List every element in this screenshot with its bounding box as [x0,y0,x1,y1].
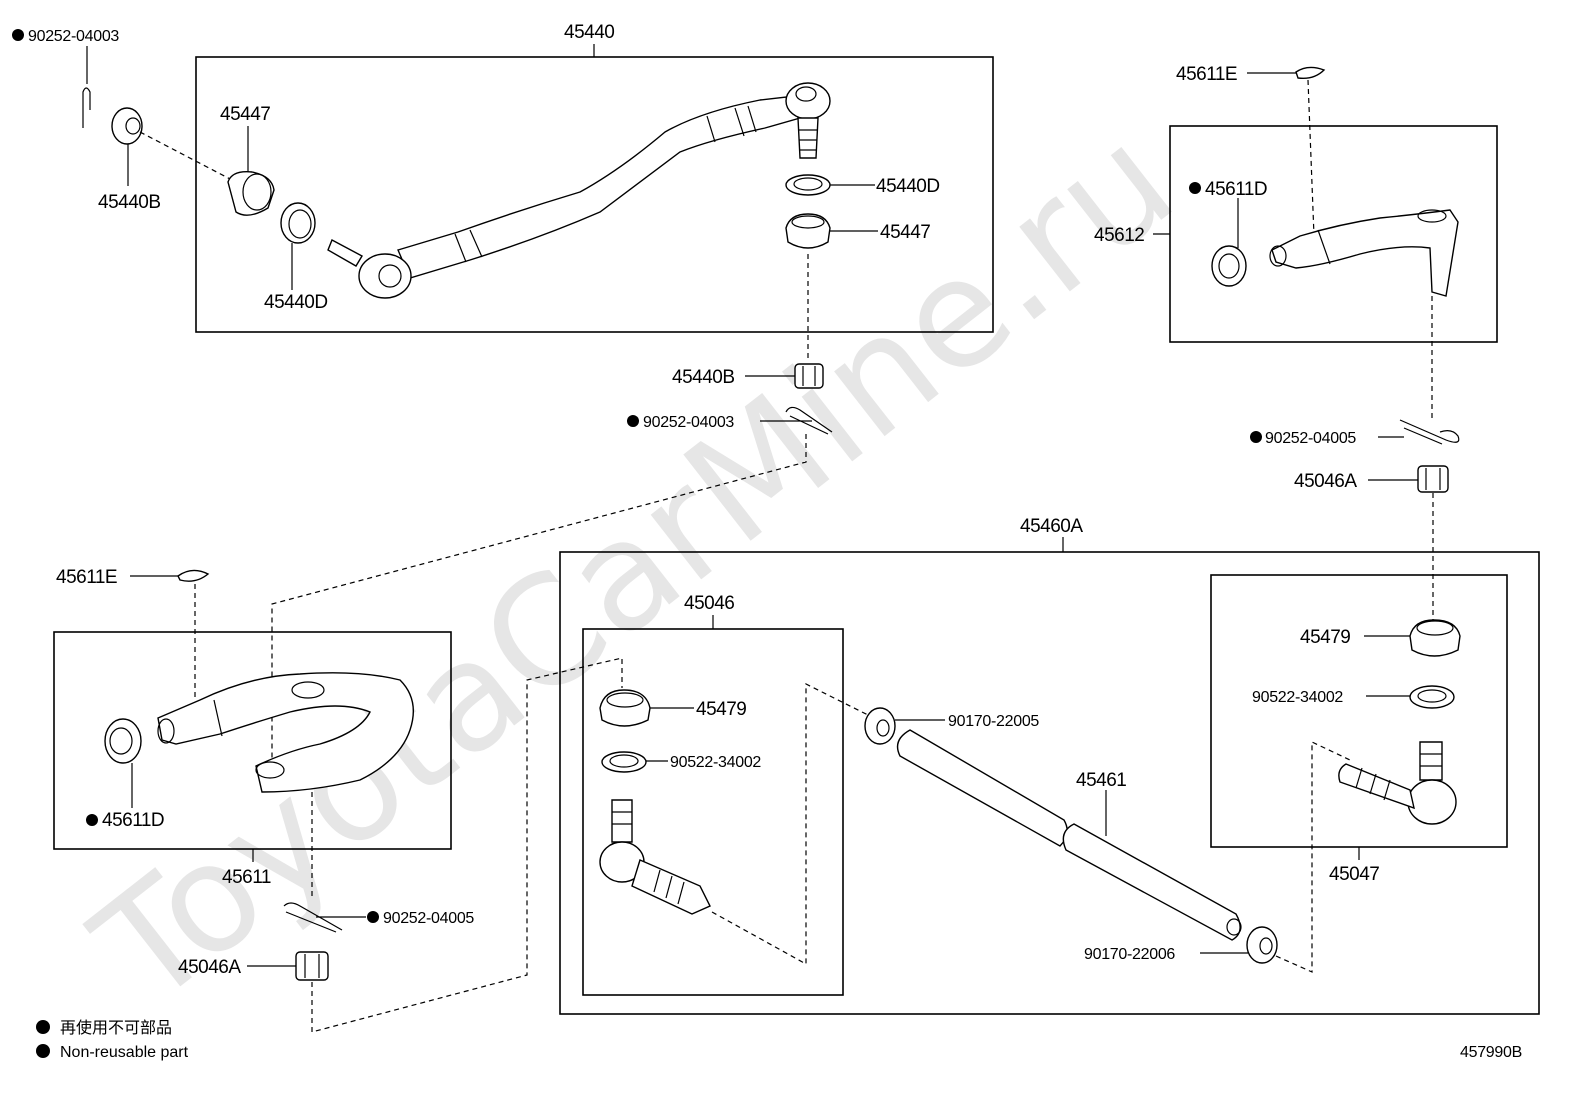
legend-japanese: 再使用不可部品 [60,1019,172,1037]
label-45046: 45046 [684,593,734,614]
label-90252-04003-b: 90252-04003 [643,414,734,431]
label-45047: 45047 [1329,864,1379,885]
cotter-pin-90252-04003-a [82,46,91,128]
nut-90170-22006 [1200,926,1278,964]
label-90522-34002-b: 90522-34002 [1252,689,1343,706]
legend-bullet-2 [36,1044,50,1058]
castle-nut-45046A-a [1368,465,1449,493]
key-45611E-b [130,569,210,582]
label-45611D-a: 45611D [1205,179,1267,200]
label-90252-04005-a: 90252-04005 [1265,430,1356,447]
label-45046A-b: 45046A [178,957,241,978]
label-45479-b: 45479 [1300,627,1350,648]
label-45611E-b: 45611E [56,567,117,588]
label-45440D-a: 45440D [264,292,328,313]
seal-45479-b [1364,619,1461,657]
label-45440: 45440 [564,22,614,43]
ring-45440D-a [280,202,316,290]
label-90170-22005: 90170-22005 [948,713,1039,730]
label-45447-a: 45447 [220,104,270,125]
nut-45611D-b [104,718,142,808]
castle-nut-45440B-b [745,363,824,389]
label-45612: 45612 [1094,225,1144,246]
label-45046A-a: 45046A [1294,471,1357,492]
tube-45461 [896,729,1242,941]
label-45611: 45611 [222,867,271,888]
ring-45440D-b [785,174,875,196]
key-45611E-a [1247,66,1326,80]
castle-nut-45046A-b [247,951,329,981]
label-45479-a: 45479 [696,699,746,720]
dust-seal-45447-a [227,126,275,216]
label-90522-34002-a: 90522-34002 [670,754,761,771]
watermark: ToyotaCarMine.ru [64,94,1205,1038]
label-45447-b: 45447 [880,222,930,243]
box-45460A [559,551,1540,1015]
label-90252-04003-a: 90252-04003 [28,28,119,45]
legend-bullet-1 [36,1020,50,1034]
ring-90522-34002-b [1366,685,1455,709]
label-45440B-b: 45440B [672,367,735,388]
label-45611E-a: 45611E [1176,64,1237,85]
legend-english: Non-reusable part [60,1044,189,1061]
label-45440B-a: 45440B [98,192,161,213]
nut-90170-22005 [864,707,945,745]
label-45460A: 45460A [1020,516,1083,537]
castle-nut-45440B-a [111,107,143,186]
cotter-pin-90252-04005-a [1378,419,1460,445]
nut-45611D-a [1211,198,1247,287]
dust-seal-45447-b [785,213,878,249]
tie-rod-end-45046 [599,799,711,915]
figure-id: 457990B [1460,1044,1522,1061]
cotter-pin-90252-04003-b [760,406,833,435]
label-90252-04005-b: 90252-04005 [383,910,474,927]
label-45461: 45461 [1076,770,1126,791]
label-90170-22006: 90170-22006 [1084,946,1175,963]
label-45440D-b: 45440D [876,176,940,197]
cotter-pin-90252-04005-b [283,902,366,933]
label-45611D-b: 45611D [102,810,164,831]
box-45047 [1210,574,1508,848]
drag-link-45440 [327,82,831,299]
ring-90522-34002-a [601,751,668,773]
seal-45479-a [599,689,694,727]
tie-rod-end-45047 [1338,741,1457,825]
arm-45611 [157,672,414,793]
arm-45612 [1269,209,1459,297]
